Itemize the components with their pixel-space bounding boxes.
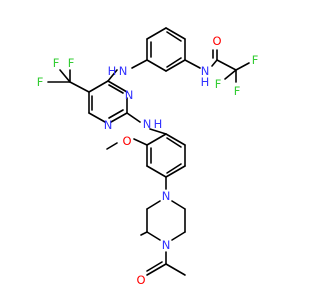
bond xyxy=(166,163,182,174)
bond xyxy=(165,59,186,72)
bond xyxy=(133,138,148,146)
bond xyxy=(69,81,90,93)
bond xyxy=(149,128,167,135)
bond xyxy=(146,263,167,276)
bond xyxy=(224,69,237,80)
bond xyxy=(106,142,118,150)
atom-label-fluorine: F xyxy=(234,84,241,98)
bond xyxy=(165,263,186,276)
bond xyxy=(107,69,118,82)
atom-label-nitrogen: N xyxy=(162,238,171,252)
bond xyxy=(131,59,148,69)
bond xyxy=(88,80,109,93)
bond xyxy=(235,62,250,71)
atom-label-fluorine: F xyxy=(68,56,75,70)
atom-label-fluorine: F xyxy=(37,75,44,89)
bond xyxy=(146,165,167,178)
bond xyxy=(166,137,182,148)
bond xyxy=(146,27,167,40)
atom-label-oxygen: O xyxy=(122,134,131,148)
bond xyxy=(146,200,161,210)
atom-label-hydrogen: H xyxy=(108,64,117,78)
atom-label-hydrogen: H xyxy=(201,75,210,89)
bond xyxy=(140,231,148,236)
bond xyxy=(146,59,167,72)
atom-label-hydrogen: H xyxy=(154,117,163,131)
bond xyxy=(107,80,128,93)
bond xyxy=(88,112,106,123)
bond xyxy=(184,59,201,69)
atom-label-fluorine: F xyxy=(53,56,60,70)
atom-label-nitrogen: N xyxy=(104,118,113,132)
bond xyxy=(166,31,182,42)
atom-label-nitrogen: N xyxy=(143,117,152,131)
atom-label-oxygen: O xyxy=(212,34,221,48)
atom-label-fluorine: F xyxy=(215,77,222,91)
bond-layer xyxy=(47,27,250,276)
bond xyxy=(166,57,182,68)
bond xyxy=(211,59,218,67)
atom-label-nitrogen: N xyxy=(162,189,171,203)
bond xyxy=(216,59,237,71)
bond xyxy=(171,231,186,241)
atom-label-nitrogen: N xyxy=(119,64,128,78)
molecule-structure-diagram: N H O F F F N H F F F N N N H O N N O xyxy=(37,27,259,287)
bond xyxy=(146,231,161,241)
atom-label-nitrogen: N xyxy=(201,64,210,78)
atom-label-nitrogen: N xyxy=(125,88,134,102)
bond xyxy=(110,112,128,123)
atom-label-fluorine: F xyxy=(252,53,259,67)
bond xyxy=(146,133,167,146)
atom-label-oxygen: O xyxy=(136,273,145,287)
bond xyxy=(165,27,186,40)
bond xyxy=(171,200,186,210)
atom-label-layer: N H O F F F N H F F F N N N H O N N O xyxy=(37,34,259,287)
bond xyxy=(108,84,124,94)
bond xyxy=(146,261,163,272)
bond xyxy=(165,133,186,146)
bond xyxy=(165,165,186,178)
bond xyxy=(126,112,141,123)
bond xyxy=(59,69,71,83)
bond xyxy=(108,109,124,119)
